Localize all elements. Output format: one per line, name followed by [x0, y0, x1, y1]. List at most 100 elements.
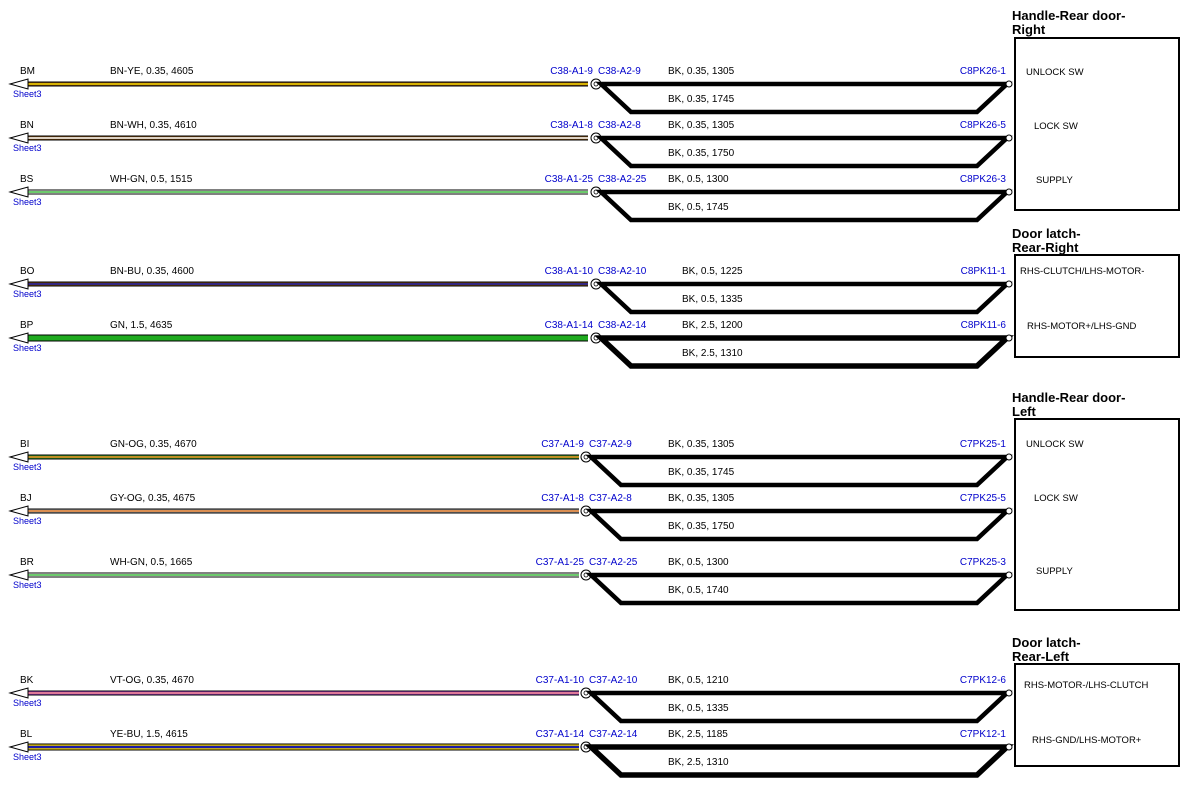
offpage-arrow-icon[interactable] — [8, 569, 29, 581]
bk-wire-pair — [584, 744, 1014, 778]
bk-wire-spec-2: BK, 2.5, 1310 — [682, 348, 743, 359]
connector-a2[interactable]: C37-A2-10 — [589, 675, 638, 686]
component-title: Right — [1012, 22, 1046, 37]
component-latch-rear-right: Door latch-Rear-RightRHS-CLUTCH/LHS-MOTO… — [1012, 226, 1180, 358]
connector-a1[interactable]: C37-A1-25 — [536, 557, 585, 568]
circuit-id: BI — [20, 439, 29, 450]
connector-a2[interactable]: C37-A2-25 — [589, 557, 638, 568]
connector-a2[interactable]: C38-A2-25 — [598, 174, 647, 185]
component-connector[interactable]: C8PK26-3 — [960, 174, 1007, 185]
connector-a1[interactable]: C37-A1-10 — [536, 675, 585, 686]
connector-a2[interactable]: C38-A2-14 — [598, 320, 647, 331]
connector-a2[interactable]: C38-A2-10 — [598, 266, 647, 277]
component-box[interactable] — [1014, 254, 1180, 358]
sheet-link[interactable]: Sheet3 — [13, 89, 42, 99]
component-box[interactable] — [1014, 663, 1180, 767]
sheet-link[interactable]: Sheet3 — [13, 698, 42, 708]
component-pin-label: SUPPLY — [1036, 175, 1073, 186]
component-title: Door latch- — [1012, 226, 1081, 241]
offpage-arrow-icon[interactable] — [8, 741, 29, 753]
bk-wire-pair — [595, 135, 1013, 169]
component-pin-label: RHS-MOTOR-/LHS-CLUTCH — [1024, 680, 1149, 691]
component-connector[interactable]: C7PK25-1 — [960, 439, 1007, 450]
wire-spec: GY-OG, 0.35, 4675 — [110, 493, 196, 504]
component-connector[interactable]: C7PK12-1 — [960, 729, 1007, 740]
connector-a2[interactable]: C38-A2-8 — [598, 120, 641, 131]
offpage-arrow-icon[interactable] — [8, 186, 29, 198]
component-connector[interactable]: C8PK11-1 — [961, 266, 1007, 277]
offpage-arrow-icon[interactable] — [8, 687, 29, 699]
component-connector[interactable]: C7PK25-3 — [960, 557, 1007, 568]
component-title: Rear-Left — [1012, 649, 1070, 664]
bk-wire-spec-1: BK, 0.35, 1305 — [668, 66, 735, 77]
connector-a1[interactable]: C37-A1-8 — [541, 493, 584, 504]
pin-terminal-icon — [1005, 334, 1013, 342]
connector-a2[interactable]: C38-A2-9 — [598, 66, 641, 77]
offpage-arrow-icon[interactable] — [8, 505, 29, 517]
component-pin-label: RHS-GND/LHS-MOTOR+ — [1032, 735, 1142, 746]
wire-spec: GN-OG, 0.35, 4670 — [110, 439, 197, 450]
connector-a2[interactable]: C37-A2-9 — [589, 439, 632, 450]
circuit-id: BL — [20, 729, 33, 740]
bk-wire-pair — [585, 508, 1013, 542]
pin-terminal-icon — [1005, 280, 1013, 288]
pin-terminal-icon — [1005, 689, 1013, 697]
bk-wire-spec-1: BK, 0.35, 1305 — [668, 439, 735, 450]
sheet-link[interactable]: Sheet3 — [13, 580, 42, 590]
pin-terminal-icon — [1005, 134, 1013, 142]
sheet-link[interactable]: Sheet3 — [13, 752, 42, 762]
offpage-arrow-icon[interactable] — [8, 132, 29, 144]
circuit-id: BP — [20, 320, 34, 331]
sheet-link[interactable]: Sheet3 — [13, 343, 42, 353]
component-pin-label: LOCK SW — [1034, 121, 1078, 132]
component-box[interactable] — [1014, 37, 1180, 211]
component-pin-label: UNLOCK SW — [1026, 67, 1084, 78]
connector-a1[interactable]: C38-A1-25 — [545, 174, 594, 185]
wire-spec: BN-WH, 0.35, 4610 — [110, 120, 197, 131]
bk-wire-spec-2: BK, 0.5, 1740 — [668, 585, 729, 596]
component-connector[interactable]: C8PK11-6 — [961, 320, 1007, 331]
connector-a1[interactable]: C38-A1-9 — [550, 66, 593, 77]
component-connector[interactable]: C8PK26-1 — [960, 66, 1007, 77]
bk-wire-spec-1: BK, 0.5, 1300 — [668, 557, 729, 568]
bk-wire-spec-2: BK, 0.5, 1745 — [668, 202, 729, 213]
connector-a1[interactable]: C38-A1-8 — [550, 120, 593, 131]
connector-a2[interactable]: C37-A2-8 — [589, 493, 632, 504]
bk-wire-spec-2: BK, 0.5, 1335 — [668, 703, 729, 714]
sheet-link[interactable]: Sheet3 — [13, 462, 42, 472]
connector-a2[interactable]: C37-A2-14 — [589, 729, 638, 740]
connector-a1[interactable]: C37-A1-9 — [541, 439, 584, 450]
offpage-arrow-icon[interactable] — [8, 332, 29, 344]
component-latch-rear-left: Door latch-Rear-LeftRHS-MOTOR-/LHS-CLUTC… — [1012, 635, 1180, 767]
offpage-arrow-icon[interactable] — [8, 278, 29, 290]
component-box[interactable] — [1014, 418, 1180, 611]
circuit-id: BK — [20, 675, 34, 686]
bk-wire-pair — [585, 572, 1013, 606]
sheet-link[interactable]: Sheet3 — [13, 197, 42, 207]
connector-a1[interactable]: C38-A1-10 — [545, 266, 594, 277]
sheet-link[interactable]: Sheet3 — [13, 143, 42, 153]
offpage-arrow-icon[interactable] — [8, 451, 29, 463]
connector-a1[interactable]: C37-A1-14 — [536, 729, 585, 740]
component-title: Door latch- — [1012, 635, 1081, 650]
sheet-link[interactable]: Sheet3 — [13, 516, 42, 526]
bk-wire-pair — [595, 81, 1013, 115]
offpage-arrow-icon[interactable] — [8, 78, 29, 90]
pin-terminal-icon — [1005, 453, 1013, 461]
pin-terminal-icon — [1005, 188, 1013, 196]
component-connector[interactable]: C7PK25-5 — [960, 493, 1007, 504]
bk-wire-spec-2: BK, 0.5, 1335 — [682, 294, 743, 305]
connector-a1[interactable]: C38-A1-14 — [545, 320, 594, 331]
sheet-link[interactable]: Sheet3 — [13, 289, 42, 299]
component-connector[interactable]: C8PK26-5 — [960, 120, 1007, 131]
component-connector[interactable]: C7PK12-6 — [960, 675, 1007, 686]
